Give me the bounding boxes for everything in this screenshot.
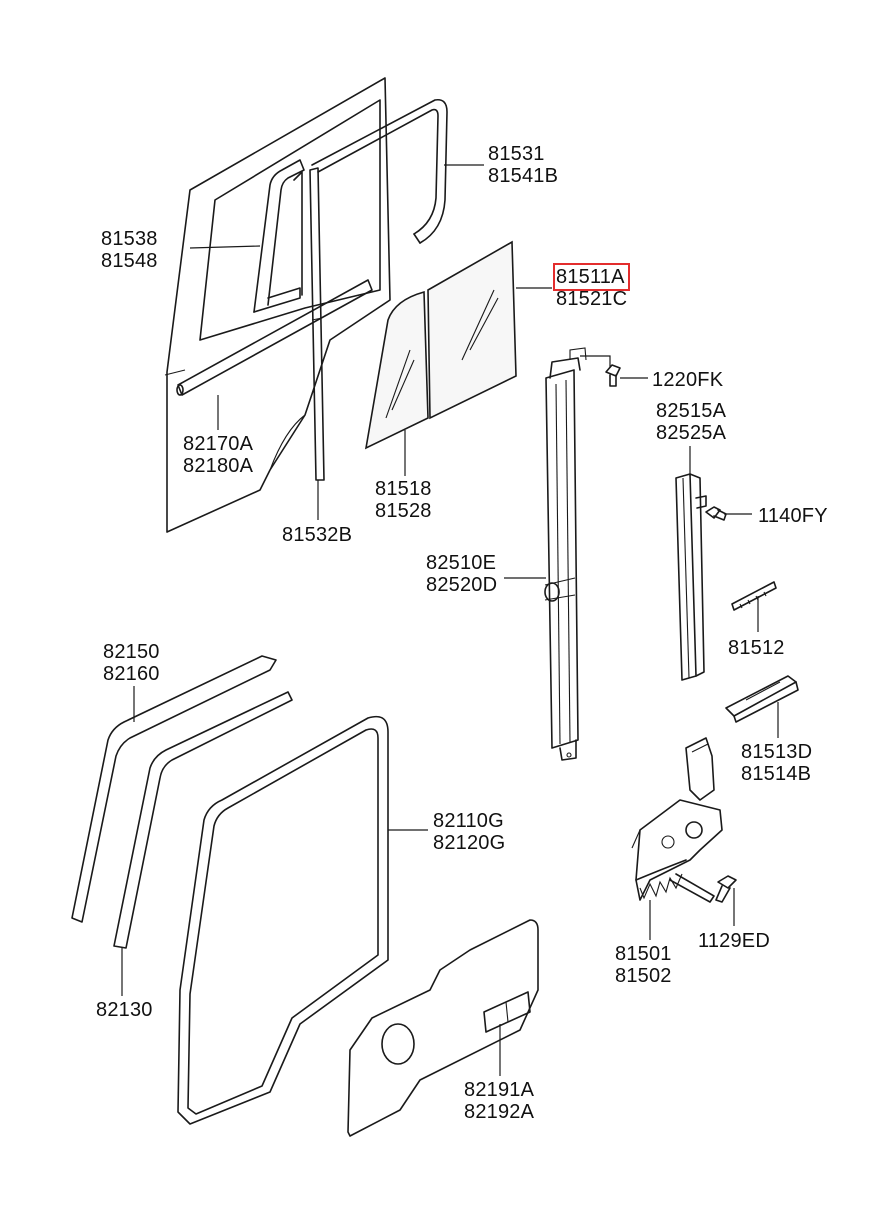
part-number: 1129ED [698,930,770,952]
part-number: 82191A [464,1079,535,1101]
part-number: 81541B [488,165,559,187]
callout-82110g: 82110G 82120G [433,810,505,854]
callout-82510e: 82510E 82520D [426,552,497,596]
callout-81518: 81518 81528 [375,478,432,522]
front-rail [544,347,587,761]
part-number: 82510E [426,552,497,574]
bolt-1220fk [605,364,621,387]
outer-belt-strip [71,655,277,923]
part-number: 81518 [375,478,432,500]
part-number: 82150 [103,641,160,663]
callout-82150: 82150 82160 [103,641,160,685]
part-number: 81514B [741,763,812,785]
part-number: 82110G [433,810,504,832]
part-number: 81501 [615,943,672,965]
bolt-1129ed [715,875,737,903]
part-number: 82180A [183,455,254,477]
callout-81511a: 81511A 81521C [552,263,631,310]
callout-81513d: 81513D 81514B [741,741,812,785]
part-number-highlighted: 81511A [552,263,631,291]
part-number: 82192A [464,1101,535,1123]
callout-81532b: 81532B [282,524,352,546]
rear-rail [675,473,707,681]
part-number: 81538 [101,228,158,250]
part-number: 81502 [615,965,672,987]
part-number: 81521C [556,288,628,310]
part-number: 82525A [656,422,727,444]
callout-82130: 82130 [96,999,153,1021]
callout-82170a: 82170A 82180A [183,433,253,477]
part-number: 81512 [728,637,785,659]
callout-81512: 81512 [728,637,785,659]
part-number: 81532B [282,524,353,546]
part-number: 82170A [183,433,254,455]
glass-run-channel [311,98,448,244]
door-panel [164,77,391,533]
callout-82191a: 82191A 82192A [464,1079,534,1123]
part-number: 1220FK [652,369,724,391]
leader-lines [121,164,779,1076]
part-number: 81513D [741,741,813,763]
callout-81501: 81501 81502 [615,943,672,987]
callout-1220fk: 1220FK [652,369,723,391]
part-number: 81548 [101,250,158,272]
callout-82515a: 82515A 82525A [656,400,726,444]
part-number: 82130 [96,999,153,1021]
glass-channel-81512 [731,581,777,611]
window-regulator [631,737,723,903]
callout-81538: 81538 81548 [101,228,158,272]
part-number: 1140FY [758,505,828,527]
callout-81531: 81531 81541B [488,143,558,187]
quarter-glass [364,290,429,450]
part-number: 81531 [488,143,545,165]
weatherstrip-82130 [113,691,293,949]
inner-channel [253,159,305,313]
callout-1140fy: 1140FY [758,505,828,527]
callout-1129ed: 1129ED [698,930,770,952]
part-number: 81528 [375,500,432,522]
part-number: 82515A [656,400,727,422]
belt-moulding [176,279,373,396]
bolt-1140fy [705,506,727,521]
door-trim-panel [347,919,539,1137]
door-glass [427,240,517,420]
door-weatherstrip [177,715,389,1125]
part-number: 82520D [426,574,498,596]
glass-holder-81513d [725,675,799,723]
part-number: 82120G [433,832,506,854]
part-number: 82160 [103,663,160,685]
